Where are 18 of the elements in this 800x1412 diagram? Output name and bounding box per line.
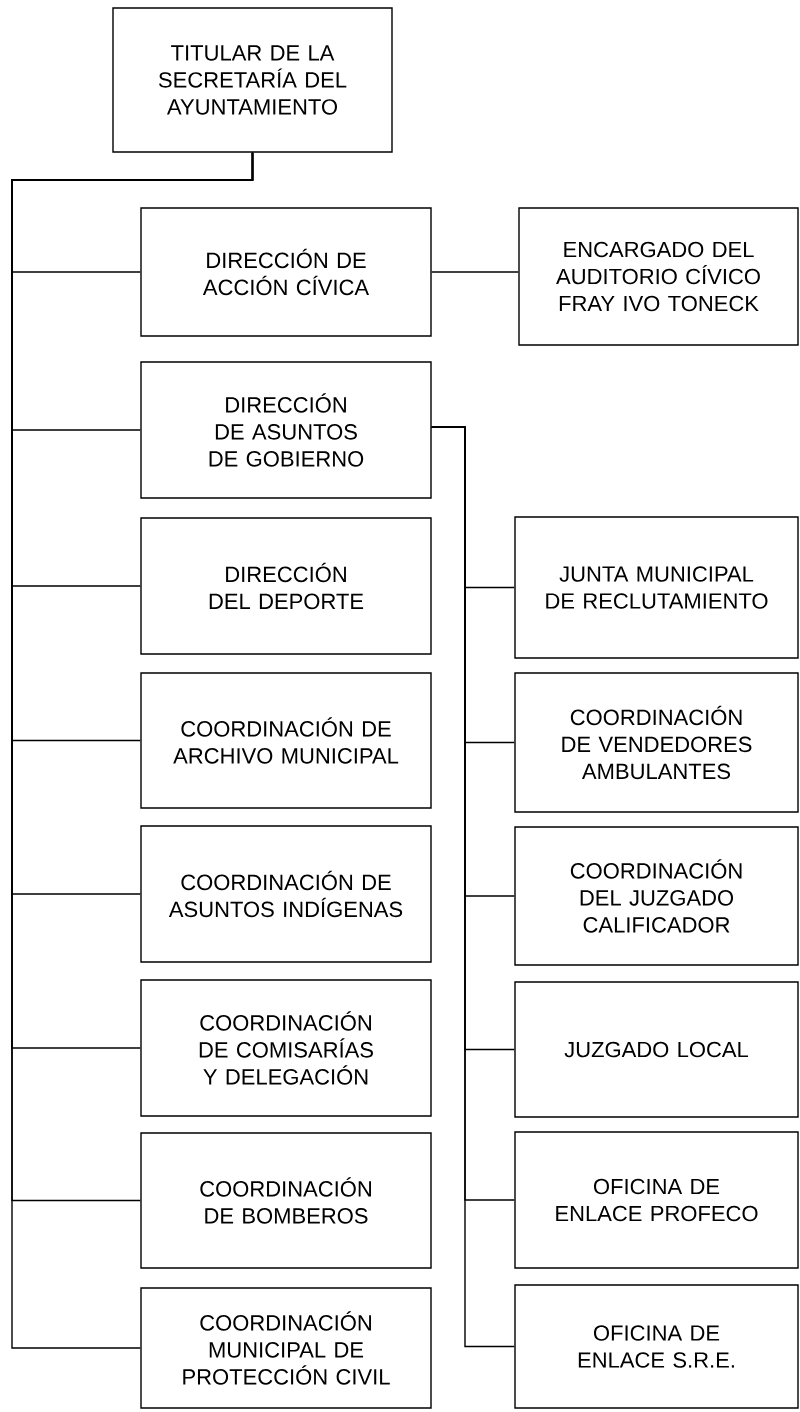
org-box: JUNTA MUNICIPAL DE RECLUTAMIENTO — [514, 516, 799, 659]
connector-line — [431, 271, 519, 273]
org-box: COORDINACIÓN DE COMISARÍAS Y DELEGACIÓN — [140, 979, 432, 1117]
org-box: COORDINACIÓN DE ARCHIVO MUNICIPAL — [140, 672, 432, 809]
org-box: DIRECCIÓN DE ACCIÓN CÍVICA — [140, 207, 432, 337]
connector-line — [431, 426, 515, 1348]
org-box: OFICINA DE ENLACE PROFECO — [514, 1131, 799, 1269]
org-box: COORDINACIÓN MUNICIPAL DE PROTECCIÓN CIVIL — [140, 1287, 432, 1409]
org-box: TITULAR DE LA SECRETARÍA DEL AYUNTAMIENTO — [112, 7, 393, 153]
org-box: OFICINA DE ENLACE S.R.E. — [514, 1284, 799, 1409]
org-box: DIRECCIÓN DEL DEPORTE — [140, 517, 432, 655]
org-box: COORDINACIÓN DE BOMBEROS — [140, 1132, 432, 1269]
org-box: JUZGADO LOCAL — [514, 981, 799, 1118]
org-box: ENCARGADO DEL AUDITORIO CÍVICO FRAY IVO TONECK — [518, 207, 799, 346]
org-box: COORDINACIÓN DE ASUNTOS INDÍGENAS — [140, 825, 432, 963]
org-box: COORDINACIÓN DEL JUZGADO CALIFICADOR — [514, 826, 799, 966]
org-box: COORDINACIÓN DE VENDEDORES AMBULANTES — [514, 672, 799, 813]
org-box: DIRECCIÓN DE ASUNTOS DE GOBIERNO — [140, 361, 432, 499]
